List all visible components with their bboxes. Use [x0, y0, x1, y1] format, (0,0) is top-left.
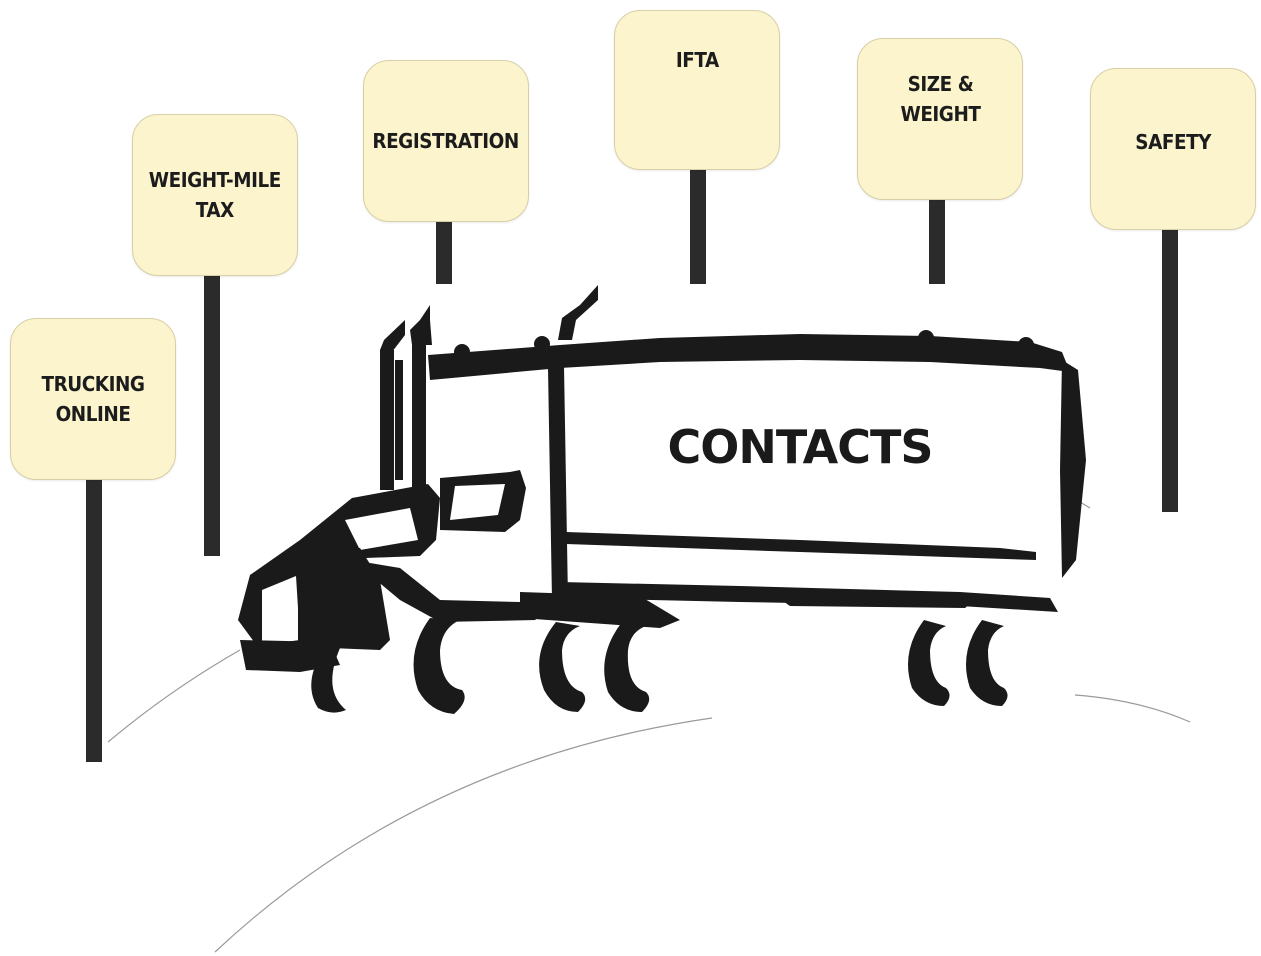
sign-weight-mile-tax[interactable]: WEIGHT-MILE TAX: [132, 114, 298, 276]
sign-post-ifta: [690, 170, 706, 284]
sign-post-trucking-online: [86, 478, 102, 762]
sign-size-weight[interactable]: SIZE & WEIGHT: [857, 38, 1023, 200]
sign-label-registration: REGISTRATION: [373, 126, 519, 156]
sign-label-ifta: IFTA: [676, 45, 719, 75]
sign-label-trucking-online: TRUCKING ONLINE: [41, 369, 144, 429]
sign-registration[interactable]: REGISTRATION: [363, 60, 529, 222]
truck-silhouette: [238, 285, 1086, 714]
sign-trucking-online[interactable]: TRUCKING ONLINE: [10, 318, 176, 480]
sign-post-registration: [436, 218, 452, 284]
sign-label-safety: SAFETY: [1135, 127, 1211, 157]
contacts-link[interactable]: CONTACTS: [560, 420, 1040, 474]
sign-post-weight-mile-tax: [204, 272, 220, 556]
sign-safety[interactable]: SAFETY: [1090, 68, 1256, 230]
sign-post-size-weight: [929, 198, 945, 284]
sign-label-weight-mile-tax: WEIGHT-MILE TAX: [149, 165, 281, 225]
sign-ifta[interactable]: IFTA: [614, 10, 780, 170]
sign-post-safety: [1162, 228, 1178, 512]
sign-label-size-weight: SIZE & WEIGHT: [900, 69, 980, 129]
